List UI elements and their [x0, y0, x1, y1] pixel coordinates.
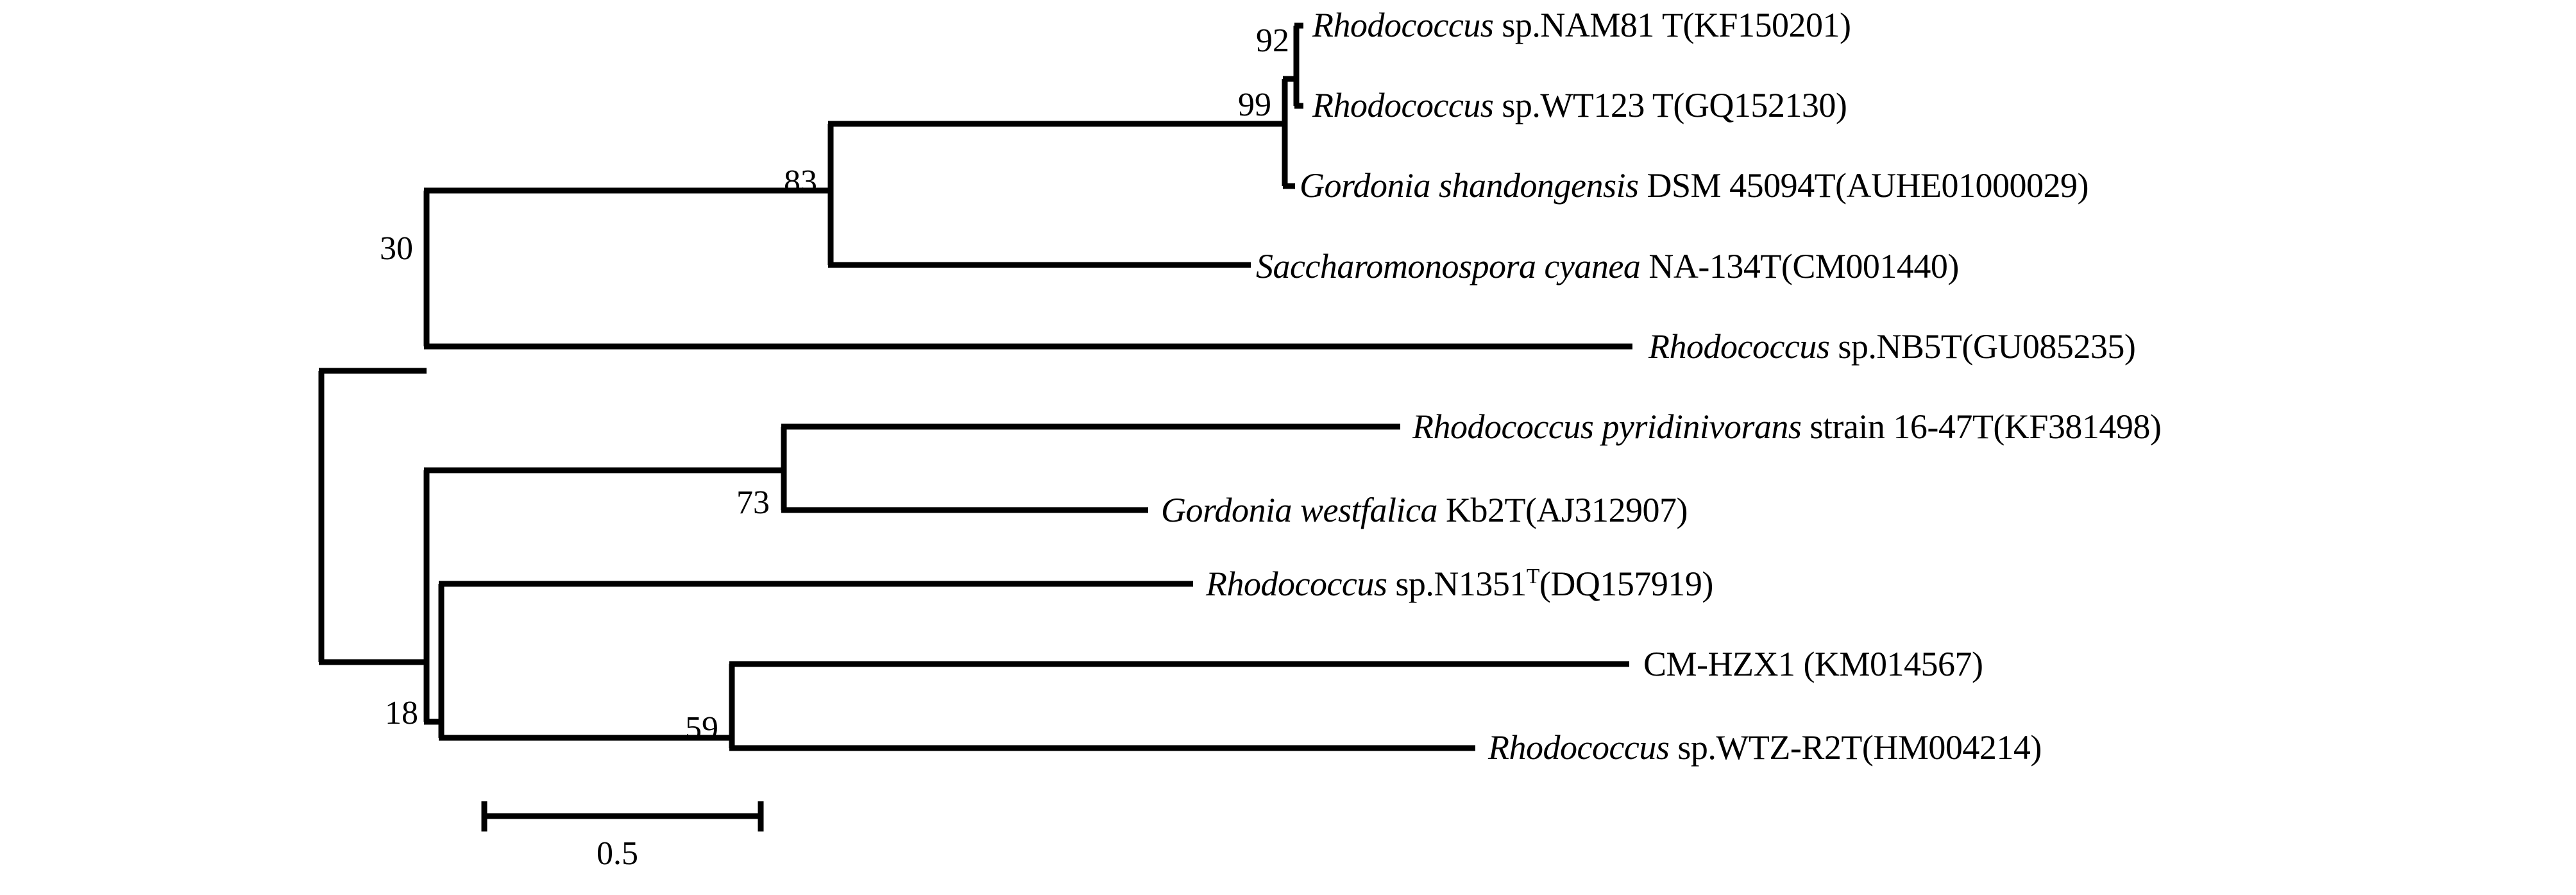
taxon-genus-pyridinivorans: Rhodococcus pyridinivorans [1412, 407, 1802, 446]
taxon-rest-nam81: sp.NAM81 T(KF150201) [1493, 6, 1851, 44]
taxon-label-cmhzx1: CM-HZX1 (KM014567) [1643, 647, 1983, 681]
support-value-99: 99 [1238, 87, 1271, 123]
taxon-label-cyanea: Saccharomonospora cyanea NA-134T(CM00144… [1256, 249, 1959, 284]
taxon-rest-nb5t: sp.NB5T(GU085235) [1829, 327, 2136, 366]
taxon-label-wt123: Rhodococcus sp.WT123 T(GQ152130) [1312, 88, 1847, 123]
taxon-sup-n1351: T [1526, 565, 1539, 588]
taxon-genus-n1351: Rhodococcus [1206, 565, 1387, 603]
taxon-genus-shandongensis: Gordonia shandongensis [1300, 166, 1639, 205]
taxon-tail-n1351: (DQ157919) [1539, 565, 1713, 603]
support-value-83: 83 [784, 164, 817, 200]
taxon-label-pyridinivorans: Rhodococcus pyridinivorans strain 16-47T… [1412, 407, 2162, 446]
taxon-label-shandongensis: Gordonia shandongensis DSM 45094T(AUHE01… [1300, 168, 2089, 203]
support-value-73: 73 [736, 484, 770, 521]
taxon-rest-wt123: sp.WT123 T(GQ152130) [1493, 86, 1847, 124]
taxon-genus-nb5t: Rhodococcus [1648, 327, 1830, 366]
support-value-30: 30 [380, 230, 413, 267]
taxon-genus-cyanea: Saccharomonospora cyanea [1256, 247, 1641, 286]
taxon-genus-wtzr2t: Rhodococcus [1488, 728, 1670, 767]
taxon-genus-wt123: Rhodococcus [1312, 86, 1494, 124]
taxon-rest-pyridinivorans: strain 16-47T(KF381498) [1801, 407, 2162, 446]
taxon-rest-n1351: sp.N1351 [1387, 565, 1527, 603]
support-value-18: 18 [385, 695, 418, 731]
taxon-rest-cmhzx1: CM-HZX1 (KM014567) [1643, 645, 1983, 683]
support-value-59: 59 [685, 710, 718, 747]
taxon-label-nam81: Rhodococcus sp.NAM81 T(KF150201) [1312, 8, 1851, 42]
taxon-genus-nam81: Rhodococcus [1312, 6, 1494, 44]
taxon-rest-cyanea: NA-134T(CM001440) [1640, 247, 1959, 286]
taxon-label-nb5t: Rhodococcus sp.NB5T(GU085235) [1648, 327, 2136, 366]
taxon-rest-wtzr2t: sp.WTZ-R2T(HM004214) [1669, 728, 2042, 767]
taxon-rest-westfalica: Kb2T(AJ312907) [1437, 491, 1688, 529]
taxon-rest-shandongensis: DSM 45094T(AUHE01000029) [1638, 166, 2089, 205]
support-value-92: 92 [1256, 22, 1289, 59]
taxon-label-westfalica: Gordonia westfalica Kb2T(AJ312907) [1161, 493, 1688, 527]
taxon-label-wtzr2t: Rhodococcus sp.WTZ-R2T(HM004214) [1488, 730, 2042, 765]
taxon-label-n1351: Rhodococcus sp.N1351T(DQ157919) [1206, 565, 1713, 603]
taxon-genus-westfalica: Gordonia westfalica [1161, 491, 1438, 529]
scale-bar-label: 0.5 [597, 835, 638, 872]
